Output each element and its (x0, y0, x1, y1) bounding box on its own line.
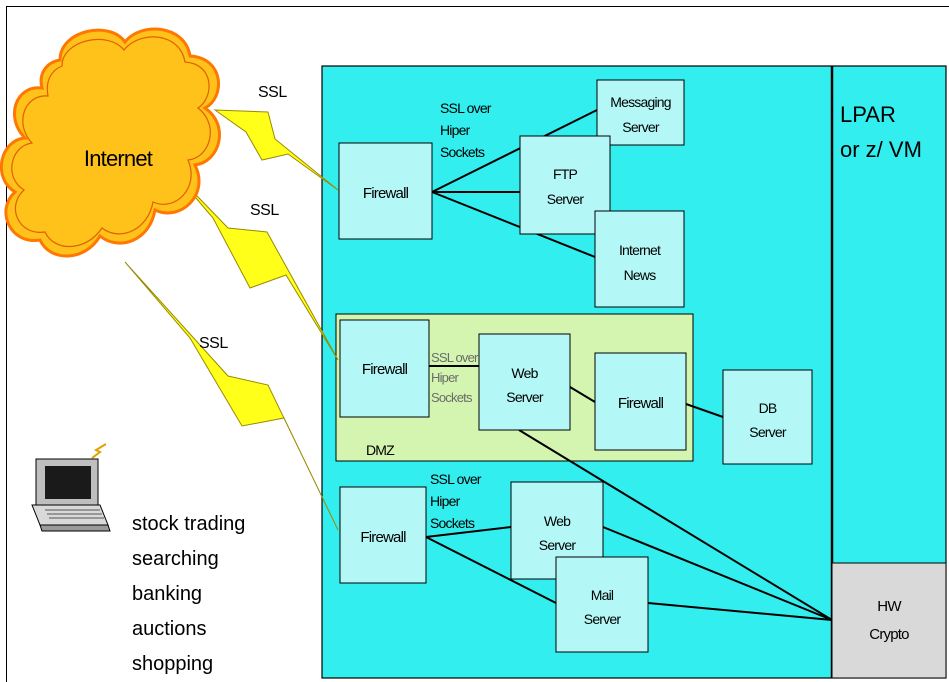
web-server-label-middle-2: Server (506, 389, 544, 405)
ssl-note-top-2: Hiper (440, 122, 471, 138)
link-mail-crypto (647, 602, 833, 621)
ssl-note-bottom-3: Sockets (430, 515, 475, 531)
lightning-bolt-icon (171, 169, 339, 361)
firewall-box-top (338, 142, 433, 240)
activity-item: shopping (132, 653, 213, 675)
hw-crypto-label-1: HW (877, 598, 902, 615)
frame-border (6, 6, 949, 682)
internet-news-label-2: News (624, 267, 657, 283)
ftp-server-label-1: FTP (553, 166, 578, 182)
link-fw1-messaging (431, 109, 598, 193)
activity-item: stock trading (132, 513, 245, 535)
lightning-bolt-icon (124, 261, 339, 531)
link-fw4-web (425, 526, 512, 538)
connections (425, 109, 833, 621)
lightning-bolt-icon (213, 109, 339, 191)
firewall-label-inner: Firewall (618, 395, 664, 412)
ssl-note-bottom-1: SSL over (430, 471, 482, 487)
activity-item: auctions (132, 618, 207, 640)
ssl-label-3: SSL (199, 335, 228, 352)
link-web-crypto (518, 429, 833, 621)
firewall-label-top: Firewall (363, 185, 409, 202)
mail-server-label-1: Mail (591, 587, 614, 603)
link-fw1-news (431, 191, 596, 258)
messaging-server-label-1: Messaging (610, 94, 671, 110)
firewall-label-bottom: Firewall (360, 529, 406, 546)
db-server-box (722, 369, 813, 465)
ssl-note-top-1: SSL over (440, 100, 492, 116)
link-fw3-db (685, 403, 724, 418)
cloud-label: Internet (84, 146, 153, 171)
ssl-note-top-3: Sockets (440, 144, 485, 160)
hw-crypto-label-2: Crypto (869, 626, 909, 643)
cloud-icon (0, 27, 221, 258)
firewall-box-inner (594, 352, 687, 451)
hw-crypto-box (831, 562, 947, 679)
firewall-label-middle: Firewall (362, 361, 408, 378)
ssl-label-2: SSL (250, 202, 279, 219)
web-server-label-bottom-1: Web (544, 513, 571, 529)
link-fw4-mail (425, 536, 557, 604)
region-label-line1: LPAR (840, 102, 896, 127)
link-web-fw3 (569, 386, 596, 403)
ssl-note-middle-1: SSL over (431, 350, 479, 365)
messaging-server-box (596, 79, 685, 146)
internet-news-box (594, 210, 685, 308)
web-server-label-bottom-2: Server (539, 537, 577, 553)
activity-item: searching (132, 548, 219, 570)
db-server-label-1: DB (759, 400, 777, 416)
mail-server-box (555, 556, 649, 653)
firewall-box-bottom (339, 486, 427, 584)
link-web2-crypto (602, 526, 833, 621)
ssl-note-middle-2: Hiper (431, 370, 460, 385)
web-server-box-middle (478, 333, 571, 431)
db-server-label-2: Server (749, 424, 787, 440)
messaging-server-label-2: Server (622, 119, 660, 135)
ssl-label-1: SSL (258, 84, 287, 101)
internet-news-label-1: Internet (619, 242, 661, 258)
activity-item: banking (132, 583, 202, 605)
mail-server-label-2: Server (584, 611, 622, 627)
ssl-note-bottom-2: Hiper (430, 493, 461, 509)
ssl-note-middle-3: Sockets (431, 390, 473, 405)
laptop-icon (31, 443, 111, 532)
region-label-line2: or z/ VM (840, 137, 922, 162)
dmz-label: DMZ (366, 442, 395, 458)
web-server-label-middle-1: Web (511, 365, 538, 381)
ftp-server-label-2: Server (547, 191, 585, 207)
firewall-box-middle (339, 319, 430, 418)
